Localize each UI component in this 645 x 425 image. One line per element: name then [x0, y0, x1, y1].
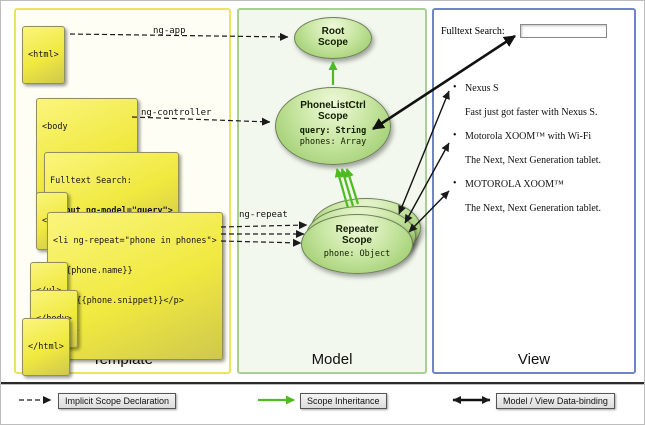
- model-panel: Model: [237, 8, 427, 374]
- legend-scope-inheritance: Scope Inheritance: [300, 393, 387, 409]
- view-panel-label: View: [517, 351, 551, 368]
- root-scope-ellipse: Root Scope: [294, 17, 372, 59]
- code-line: <body: [42, 122, 68, 132]
- phone-name: Motorola XOOM™ with Wi-Fi: [453, 130, 629, 142]
- legend-implicit-scope: Implicit Scope Declaration: [58, 393, 177, 409]
- phone-name: Nexus S: [453, 82, 629, 94]
- code-line: Fulltext Search:: [50, 176, 132, 186]
- phonelistctrl-scope-title: PhoneListCtrl Scope: [300, 100, 366, 122]
- legend-data-binding: Model / View Data-binding: [496, 393, 615, 409]
- code-line: <p>{{phone.snippet}}</p>: [61, 296, 184, 306]
- phonelistctrl-scope-ellipse: PhoneListCtrl Scope query: String phones…: [275, 87, 391, 165]
- phone-snippet: The Next, Next Generation tablet.: [465, 155, 602, 166]
- code-line: </html>: [28, 342, 64, 352]
- ng-app-label: ng-app: [153, 26, 186, 36]
- code-line: {{phone.name}}: [61, 266, 133, 276]
- scope-prop-phones: phones: Array: [299, 137, 367, 147]
- scope-prop-query: query: String: [299, 126, 367, 136]
- phone-snippet: Fast just got faster with Nexus S.: [465, 107, 598, 118]
- ng-repeat-label: ng-repeat: [239, 210, 288, 220]
- phone-name: MOTOROLA XOOM™: [453, 178, 629, 190]
- fulltext-search-input[interactable]: [520, 24, 607, 38]
- code-line: <html>: [28, 50, 59, 60]
- repeater-scope-title: Repeater Scope: [335, 224, 379, 246]
- repeater-scope-ellipse: Repeater Scope phone: Object: [301, 214, 413, 274]
- phone-snippet: The Next, Next Generation tablet.: [465, 203, 602, 214]
- code-html-open: <html>: [22, 26, 65, 84]
- root-scope-title: Root Scope: [317, 26, 348, 48]
- scope-prop-phone: phone: Object: [323, 249, 391, 259]
- ng-controller-label: ng-controller: [141, 108, 212, 118]
- phone-list: Nexus S Fast just got faster with Nexus …: [453, 82, 629, 227]
- legend-separator: [1, 382, 644, 384]
- code-line: <li ng-repeat="phone in phones">: [53, 236, 217, 246]
- view-search-label: Fulltext Search:: [441, 26, 505, 37]
- code-html-close: </html>: [22, 318, 70, 376]
- model-panel-label: Model: [311, 351, 353, 368]
